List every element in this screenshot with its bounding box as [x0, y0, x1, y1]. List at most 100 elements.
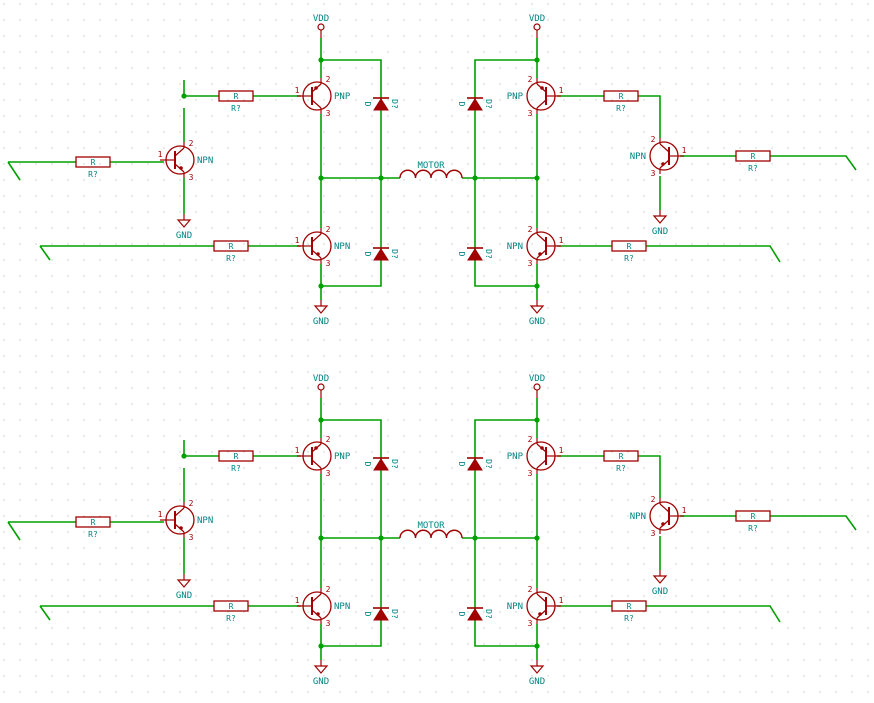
diode-value: D [457, 252, 466, 257]
wire[interactable] [474, 398, 538, 460]
vdd-label: VDD [529, 374, 545, 384]
gnd-power-symbol[interactable]: GND [313, 300, 329, 327]
resistor[interactable]: RR? [213, 240, 249, 263]
diode-value: D [363, 612, 372, 617]
wire[interactable] [7, 161, 21, 181]
diode-value: D [457, 612, 466, 617]
vdd-power-symbol[interactable]: VDD [313, 14, 329, 38]
wire[interactable] [638, 95, 661, 138]
motor-inductor[interactable]: MOTOR [399, 161, 463, 179]
wire[interactable] [320, 38, 382, 100]
wire[interactable] [646, 245, 781, 263]
gnd-power-symbol[interactable]: GND [529, 660, 545, 687]
vdd-power-symbol[interactable]: VDD [529, 14, 545, 38]
gnd-triangle [529, 665, 545, 674]
resistor[interactable]: RR? [218, 450, 254, 473]
pin-number-3: 3 [528, 619, 533, 628]
junction-dot [318, 535, 324, 541]
wire[interactable] [39, 605, 51, 621]
junction-dot [472, 175, 478, 181]
resistor[interactable]: RR? [735, 510, 771, 533]
wire[interactable] [770, 515, 857, 531]
wire[interactable] [638, 455, 661, 498]
diode-triangle [467, 98, 483, 111]
resistor[interactable]: RR? [218, 90, 254, 113]
pin-number-3: 3 [189, 173, 194, 182]
wire[interactable] [474, 258, 538, 287]
junction-dot [181, 453, 187, 459]
resistor-ref: R? [748, 164, 758, 173]
resistor[interactable]: RR? [75, 156, 111, 179]
resistor-value: R [627, 242, 632, 251]
resistor-ref: R? [616, 464, 626, 473]
junction-dot [534, 175, 540, 181]
wire[interactable] [474, 38, 538, 100]
vdd-power-symbol[interactable]: VDD [313, 374, 329, 398]
wire[interactable] [646, 605, 781, 623]
resistor[interactable]: RR? [735, 150, 771, 173]
pin-number-1: 1 [559, 86, 564, 95]
pin-number-2: 2 [528, 75, 533, 84]
resistor[interactable]: RR? [611, 240, 647, 263]
transistor-arrow [314, 86, 318, 90]
vdd-power-symbol[interactable]: VDD [529, 374, 545, 398]
resistor[interactable]: RR? [603, 450, 639, 473]
gnd-power-symbol[interactable]: GND [529, 300, 545, 327]
gnd-label: GND [176, 591, 192, 601]
vdd-circle [533, 383, 541, 391]
pin-number-2: 2 [326, 585, 331, 594]
vdd-label: VDD [313, 14, 329, 24]
transistor-arrow [661, 522, 665, 526]
resistor[interactable]: RR? [75, 516, 111, 539]
resistor[interactable]: RR? [213, 600, 249, 623]
transistor-lead-top [311, 233, 322, 243]
resistor-ref: R? [88, 170, 98, 179]
gnd-label: GND [652, 227, 668, 237]
pin-number-2: 2 [528, 225, 533, 234]
gnd-power-symbol[interactable]: GND [652, 570, 668, 597]
gnd-triangle [652, 575, 668, 584]
transistor-type-label: PNP [507, 452, 524, 462]
motor-inductor[interactable]: MOTOR [399, 521, 463, 539]
wire[interactable] [770, 155, 857, 171]
wire[interactable] [474, 618, 538, 647]
wire[interactable] [7, 521, 21, 541]
wire[interactable] [320, 618, 382, 647]
pin-number-1: 1 [682, 506, 687, 515]
gnd-power-symbol[interactable]: GND [652, 210, 668, 237]
transistor-arrow [179, 166, 183, 170]
transistor-type-label: NPN [630, 152, 646, 162]
gnd-power-symbol[interactable]: GND [313, 660, 329, 687]
gnd-power-symbol[interactable]: GND [176, 214, 192, 241]
wire[interactable] [320, 258, 382, 287]
resistor[interactable]: RR? [603, 90, 639, 113]
junction-dot [318, 57, 324, 63]
pin-number-1: 1 [295, 86, 300, 95]
resistor[interactable]: RR? [611, 600, 647, 623]
gnd-power-symbol[interactable]: GND [176, 574, 192, 601]
wire[interactable] [320, 398, 382, 460]
transistor-lead-top [311, 593, 322, 603]
wire[interactable] [39, 245, 51, 261]
